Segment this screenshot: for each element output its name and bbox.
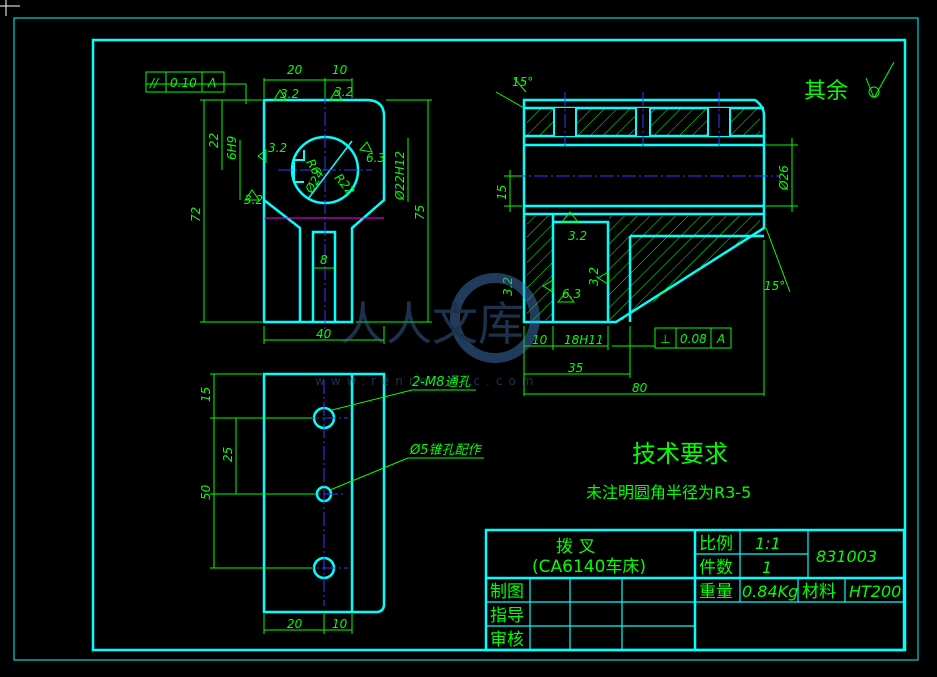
note-threaded-holes: 2-M8通孔 <box>412 375 471 390</box>
roughness-side-3: 3.2 <box>587 267 601 286</box>
dim-side-slot-18h11: 18H11 <box>564 333 604 347</box>
dim-front-top-left: 20 <box>287 63 303 77</box>
dim-side-height-15: 15 <box>495 185 509 200</box>
dim-front-key-r22: R22 <box>332 171 358 198</box>
dim-bottom-15: 15 <box>199 387 213 402</box>
title-weight-label: 重量 <box>699 582 733 602</box>
dim-front-height-total: 72 <box>189 207 203 222</box>
dim-side-angle-top: 15° <box>512 75 533 89</box>
watermark-logo: 人人文库 www.renrendoc.com <box>315 273 540 388</box>
title-quantity-label: 件数 <box>699 558 733 578</box>
title-material-value: HT200 <box>849 582 901 601</box>
tolerance-perp-symbol: ⊥ <box>660 332 670 346</box>
dim-side-angle-right: 15° <box>764 279 785 293</box>
dim-side-slot-10: 10 <box>532 333 548 347</box>
dim-side-length-35: 35 <box>568 361 583 375</box>
roughness-front-2: 3.2 <box>334 85 353 99</box>
tolerance-frame-perpendicular <box>654 327 732 349</box>
svg-text:www.renrendoc.com: www.renrendoc.com <box>315 374 539 388</box>
tolerance-parallel-symbol: // <box>149 76 160 90</box>
title-quantity-value: 1 <box>762 558 772 577</box>
dim-front-height-upper: 22 <box>207 133 221 148</box>
title-block <box>484 528 906 652</box>
tolerance-perp-datum: A <box>716 332 725 346</box>
tech-requirements-title: 技术要求 <box>632 440 728 468</box>
ucs-corner-icon <box>0 0 20 16</box>
title-drawn-by: 制图 <box>490 582 524 602</box>
roughness-side-4: 6.3 <box>562 287 581 301</box>
svg-text:人人文库: 人人文库 <box>340 297 524 351</box>
note-taper-pin-hole: Ø5锥孔配作 <box>409 443 483 458</box>
title-machine: (CA6140车床) <box>532 557 646 577</box>
sheet-outer-border <box>13 17 919 661</box>
title-part-name: 拨 叉 <box>556 537 595 557</box>
dim-bottom-20: 20 <box>287 617 303 631</box>
front-view <box>146 78 432 344</box>
tolerance-perp-value: 0.08 <box>680 332 707 346</box>
tolerance-frame-parallel <box>145 71 225 93</box>
title-guided-by: 指导 <box>490 606 524 626</box>
roughness-front-3: 3.2 <box>268 141 287 155</box>
dim-front-bottom-width: 40 <box>316 327 332 341</box>
tech-requirements-note: 未注明圆角半径为R3-5 <box>586 483 751 502</box>
surface-finish-rest-icon <box>865 61 895 99</box>
roughness-front-1: 3.2 <box>280 87 299 101</box>
title-material-label: 材料 <box>802 582 836 602</box>
title-weight-value: 0.84Kg <box>742 582 798 601</box>
roughness-side-2: 3.2 <box>501 277 515 296</box>
dim-bottom-10: 10 <box>332 617 348 631</box>
roughness-front-5: 3.2 <box>244 193 263 207</box>
surface-finish-rest-label: 其余 <box>804 79 848 104</box>
dim-front-height-right: 75 <box>413 205 427 220</box>
side-view <box>495 77 798 396</box>
title-drawing-number: 831003 <box>816 547 877 566</box>
roughness-side-1: 3.2 <box>568 229 587 243</box>
dim-side-length-80: 80 <box>632 381 648 395</box>
tolerance-parallel-datum: A <box>207 76 216 90</box>
dim-bottom-25: 25 <box>221 447 235 462</box>
dim-front-top-right: 10 <box>332 63 348 77</box>
title-checked-by: 审核 <box>490 630 524 650</box>
tolerance-parallel-value: 0.10 <box>170 76 197 90</box>
dim-bottom-50: 50 <box>199 484 213 500</box>
bottom-view <box>210 372 484 634</box>
dim-front-bore-dia: Ø22H12 <box>393 151 407 201</box>
dim-front-slot-width: 8 <box>320 253 328 267</box>
title-scale-value: 1:1 <box>755 534 781 553</box>
dim-front-bore-height: 6H9 <box>225 136 239 160</box>
dim-side-bore-dia: Ø26 <box>777 165 791 191</box>
roughness-front-4: 6.3 <box>366 151 385 165</box>
title-scale-label: 比例 <box>699 534 733 554</box>
